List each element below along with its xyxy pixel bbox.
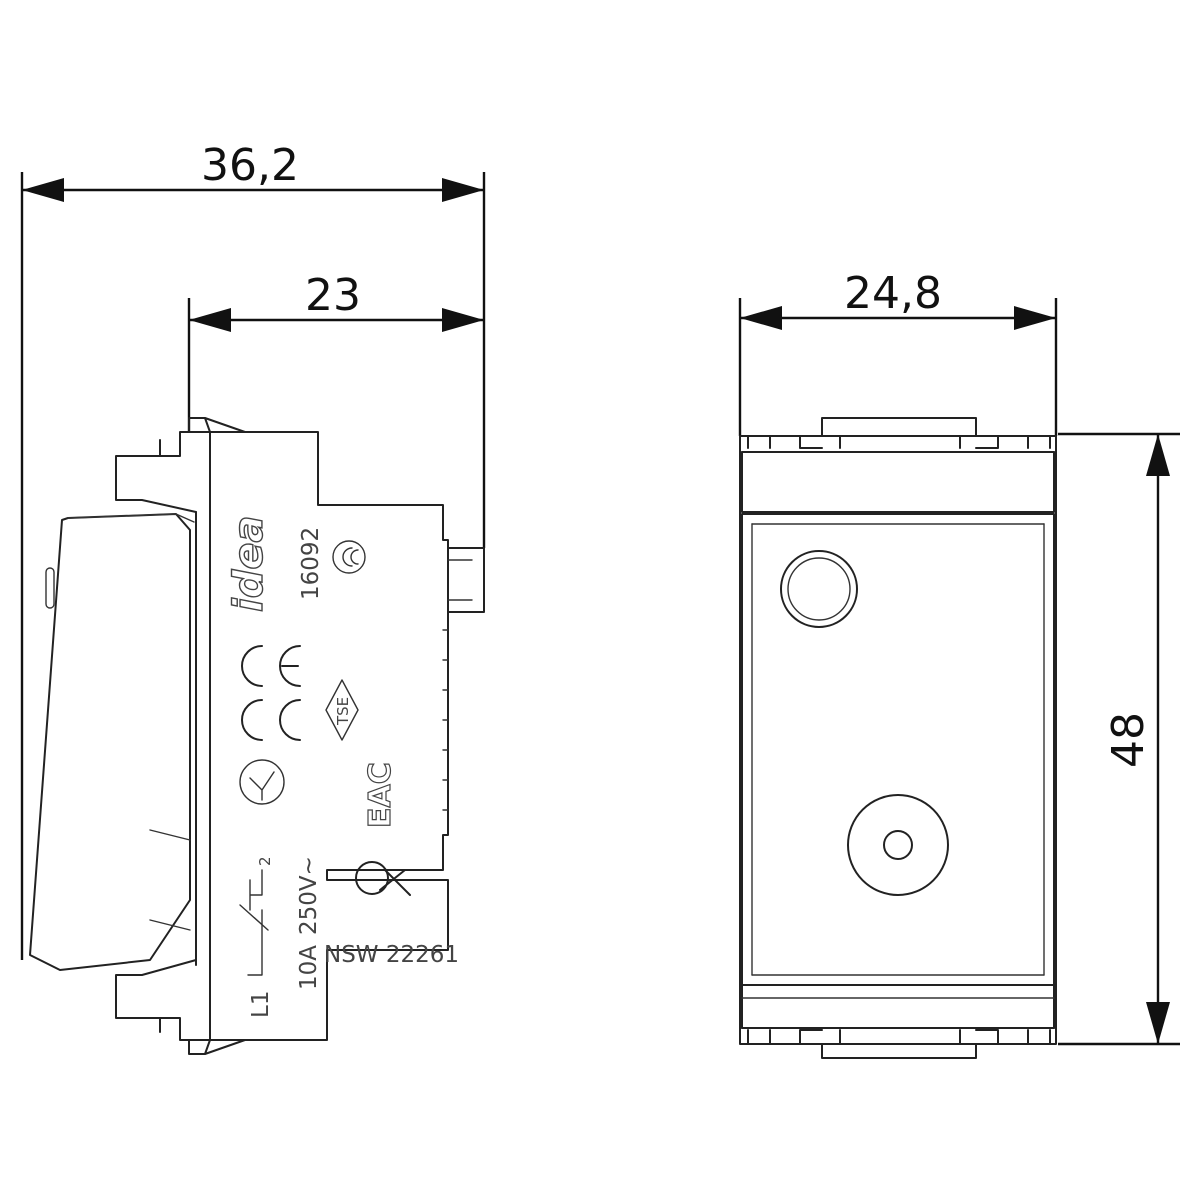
dimension-width: 24,8 [738, 268, 1058, 436]
terminal-2-label: 2 [256, 856, 274, 866]
switch-wiring-symbol: 2 L1 [239, 856, 274, 1018]
article-number: 16092 [298, 527, 324, 600]
ce-mark-icon [241, 645, 301, 687]
dimension-label-body-depth: 23 [305, 270, 361, 321]
side-bottom-clip [188, 1039, 246, 1055]
dimension-height: 48 [1058, 432, 1180, 1046]
standard-number: NSW 22261 [324, 942, 459, 968]
rear-terminal-pin [447, 547, 485, 613]
eac-mark-icon: EAC [362, 762, 398, 829]
led-marker-icon [847, 794, 949, 896]
eac-label: EAC [363, 762, 398, 828]
q-mark-icon [355, 861, 411, 896]
indicator-lens-icon [780, 550, 858, 628]
side-front-frame [115, 431, 211, 1041]
dimension-label-height: 48 [1103, 712, 1154, 768]
round-approval-icon [239, 759, 285, 805]
dimension-body-depth: 23 [187, 270, 484, 432]
side-top-clip [188, 417, 246, 433]
front-view [739, 417, 1057, 1059]
front-bottom-tabs [747, 1029, 1051, 1059]
dimension-label-overall-depth: 36,2 [201, 140, 299, 191]
rating-voltage: 250V~ [296, 856, 322, 935]
front-top-tabs [747, 417, 1051, 449]
brand-logo-text: idea [226, 516, 272, 612]
side-view: idea 16092 TSE [29, 417, 485, 1055]
c-mark-icon [241, 699, 301, 741]
product-markings: idea 16092 TSE [225, 515, 459, 1018]
rocker-button [29, 513, 191, 971]
rear-ribbing [442, 629, 449, 811]
side-body-outline [209, 431, 449, 1041]
tse-mark-icon: TSE [325, 679, 359, 741]
front-outer-frame [739, 435, 1057, 1045]
terminal-l1-label: L1 [248, 991, 274, 1018]
ccc-approval-icon [332, 540, 366, 574]
dimension-overall-depth: 36,2 [20, 140, 486, 960]
dimension-label-width: 24,8 [844, 268, 942, 319]
rating-current: 10A [296, 945, 322, 990]
tse-label: TSE [334, 697, 352, 726]
